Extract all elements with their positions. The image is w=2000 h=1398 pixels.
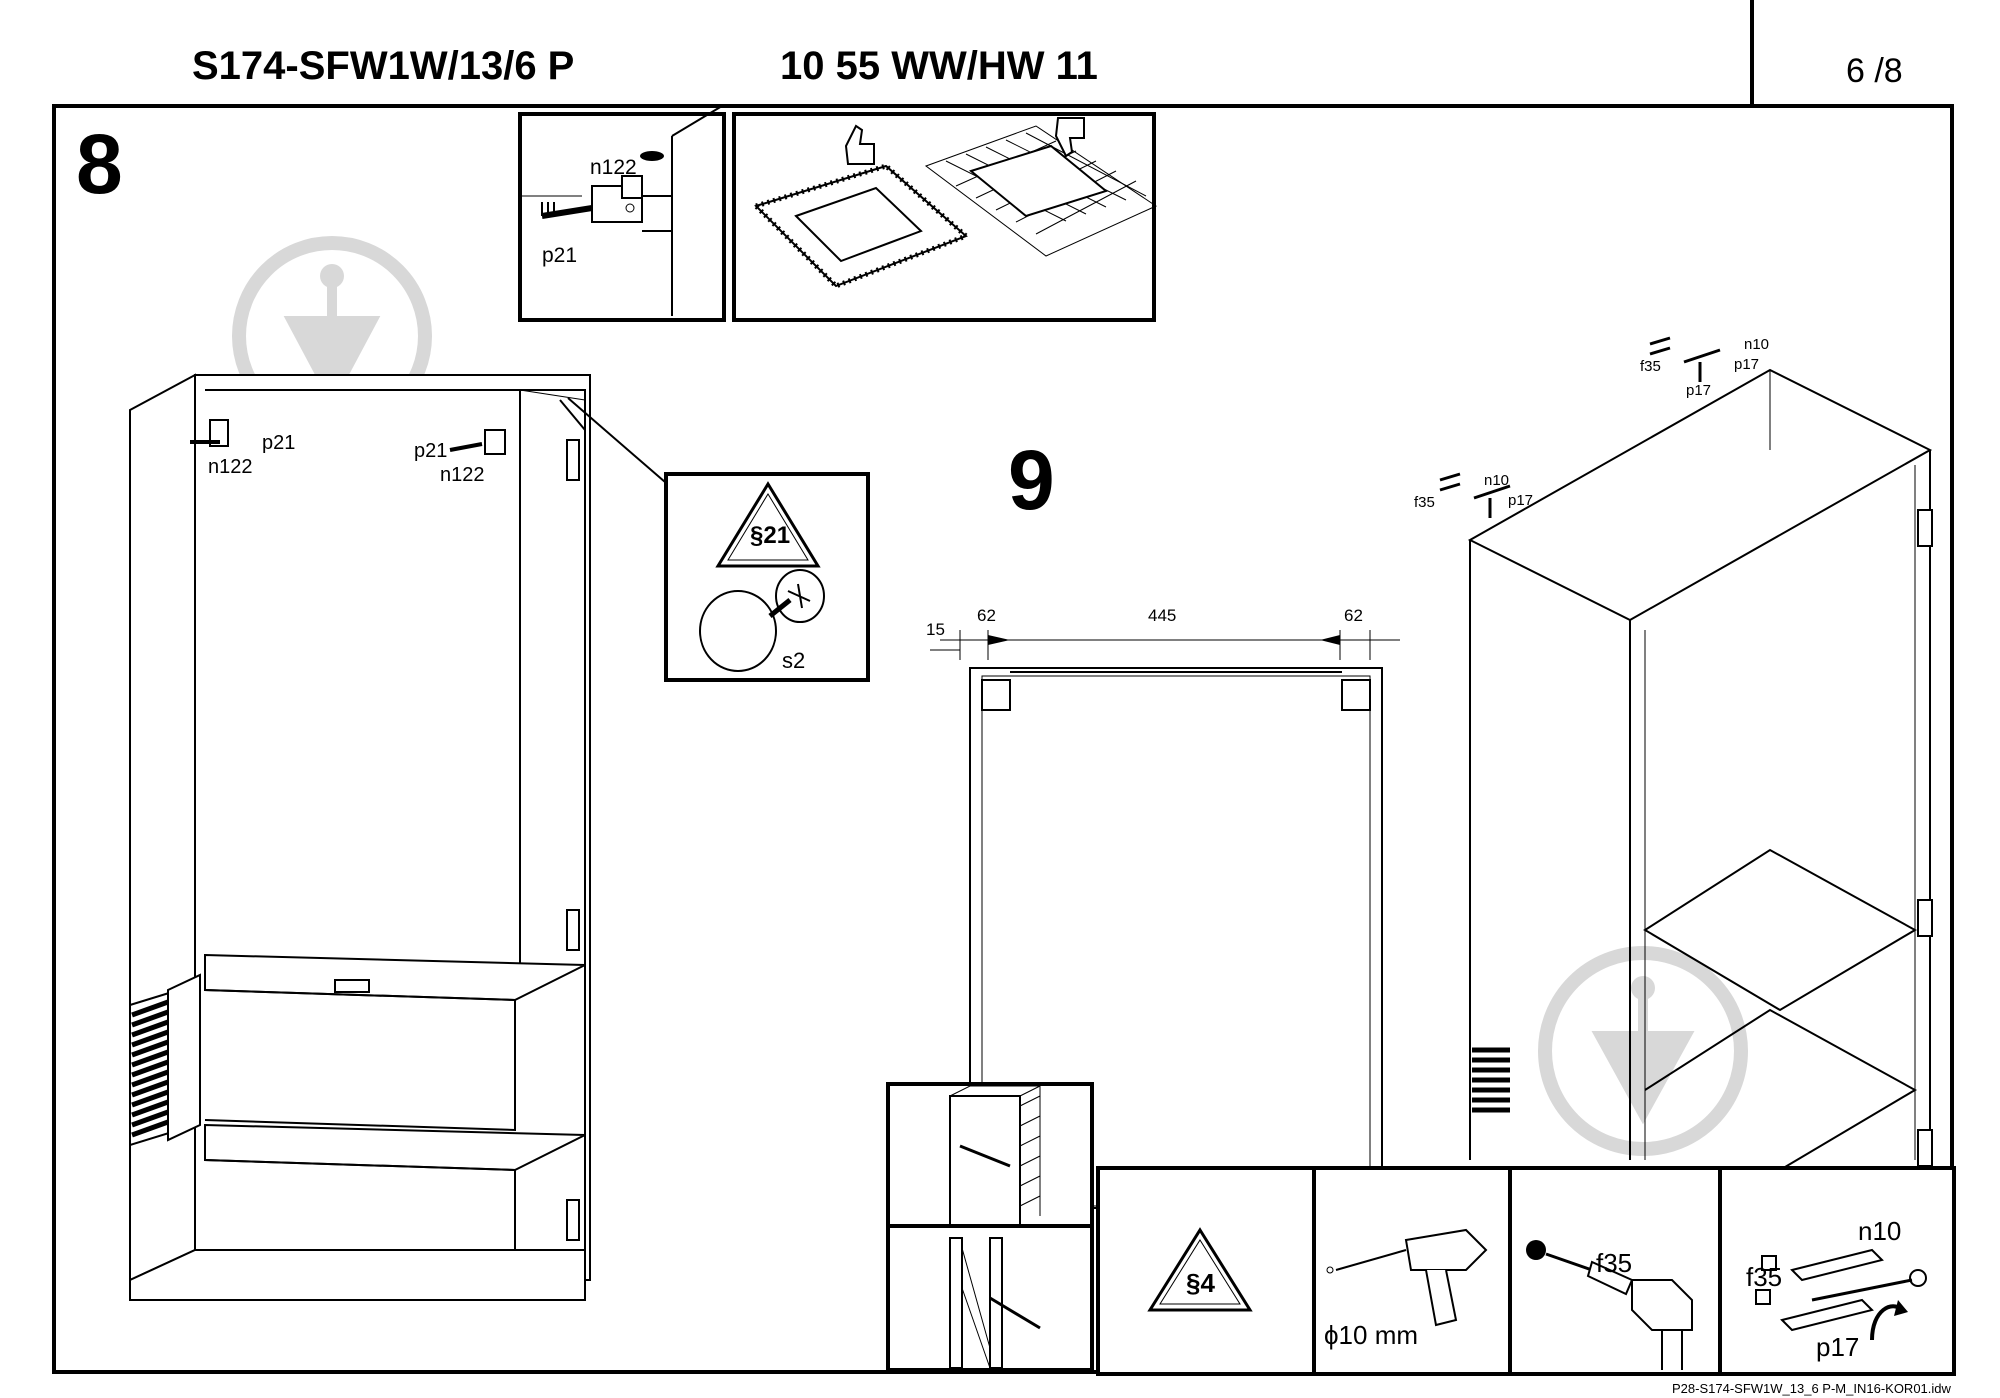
instruction-panel-anchor: f35 [1508,1166,1722,1376]
wall-detail-box-drywall [886,1224,1094,1372]
placement-guidance-box [732,112,1158,322]
cap-detail-box: §21 s2 [664,472,870,682]
header-divider [1750,0,1754,104]
part-label-p17: p17 [1686,382,1712,399]
thumbs-down-icon [1054,117,1085,158]
part-label-s2: s2 [782,648,806,673]
dimension-15: 15 [926,620,945,639]
warning-triangle-icon [1147,1227,1253,1312]
part-label-n122: n122 [440,464,485,486]
section-label-4: §4 [1186,1268,1215,1298]
warning-triangle-icon [715,481,821,568]
part-label-n10: n10 [1744,336,1770,353]
dimension-62-right: 62 [1344,606,1363,625]
part-label-p17: p17 [1508,492,1534,509]
dimension-62-left: 62 [977,606,996,625]
hinge-detail-box: n122 p21 [518,105,726,322]
wall-hanger-hardware [1649,336,1721,382]
instruction-panel-sec4: §4 [1096,1166,1316,1376]
wall-detail-box-brick [886,1082,1094,1230]
part-label-p17: p17 [1734,356,1760,373]
document-code-right: 10 55 WW/HW 11 [780,44,1098,88]
dimension-445: 445 [1148,606,1177,625]
instruction-panel-hanger: n10 f35 p17 [1718,1166,1956,1376]
part-label-f35: f35 [1596,1248,1633,1278]
part-label-n10: n10 [1484,472,1510,489]
part-label-p21: p21 [262,432,296,454]
cabinet-step9-drawing [1467,368,1933,1171]
instruction-frame [52,104,1954,1374]
drill-size-label: ϕ10 mm [1324,1320,1419,1350]
part-label-p21: p21 [542,244,578,267]
footer-filename: P28-S174-SFW1W_13_6 P-M_IN16-KOR01.idw [1672,1381,1951,1396]
part-label-n122: n122 [208,456,253,478]
cabinet-step8-drawing [129,373,666,1301]
section-label-21: §21 [750,522,791,549]
part-label-n122: n122 [590,156,637,179]
part-label-n10: n10 [1858,1216,1902,1246]
wall-hanger-hardware [1439,472,1511,518]
page-number: 6 /8 [1846,52,1903,90]
part-label-p17: p17 [1816,1332,1860,1362]
screwdriver-icon [1755,1248,1927,1341]
instruction-panel-drill: ϕ10 mm [1312,1166,1512,1376]
part-label-p21: p21 [414,440,448,462]
part-label-f35: f35 [1746,1262,1783,1292]
document-code-left: S174-SFW1W/13/6 P [192,44,575,88]
part-label-f35: f35 [1414,494,1435,511]
thumbs-up-icon [844,124,875,165]
drill-icon [1326,1228,1488,1327]
step-number-9: 9 [1008,433,1055,527]
part-label-f35: f35 [1640,358,1661,375]
step-number-8: 8 [76,117,123,211]
